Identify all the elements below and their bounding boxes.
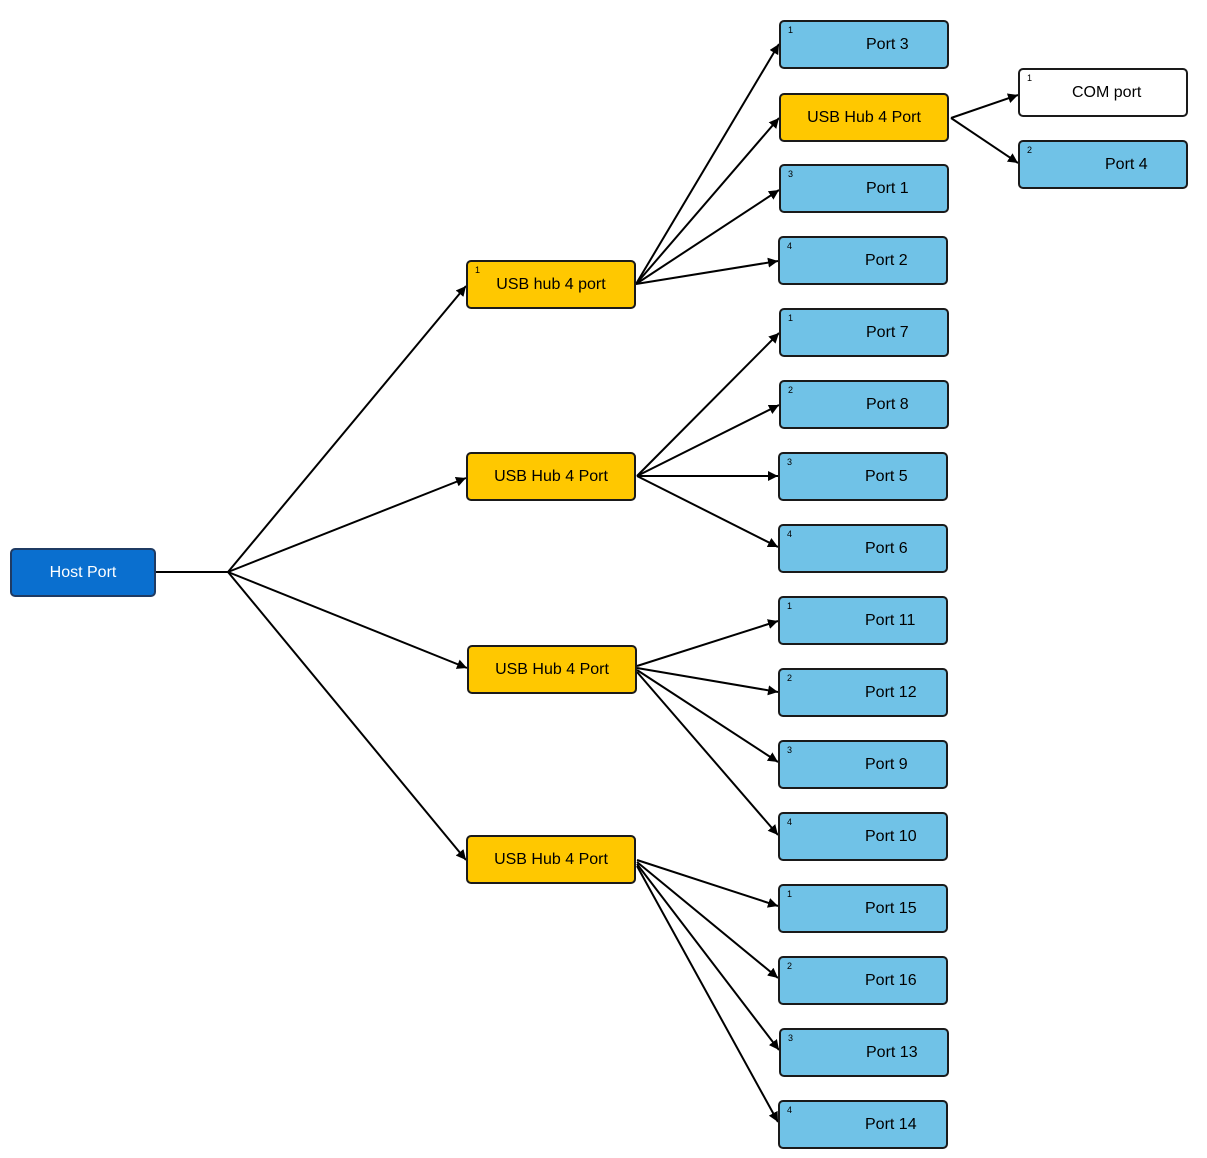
hub-node-1b[interactable]: USB Hub 4 Port (779, 93, 949, 142)
port-6-number: 4 (787, 529, 793, 539)
port-node-16[interactable]: 2 Port 16 (778, 956, 948, 1005)
port-12-label: Port 12 (865, 683, 917, 701)
port-node-1[interactable]: 3 Port 1 (779, 164, 949, 213)
edge-hub3-p11 (636, 619, 779, 667)
port-8-number: 2 (788, 385, 794, 395)
edge-hub1-p1 (635, 189, 780, 285)
hub-node-1[interactable]: 1 USB hub 4 port (466, 260, 636, 309)
port-9-number: 3 (787, 745, 793, 755)
port-16-label: Port 16 (865, 971, 917, 989)
edge-hub3-p9 (636, 669, 779, 763)
port-node-4[interactable]: 2 Port 4 (1018, 140, 1188, 189)
port-node-15[interactable]: 1 Port 15 (778, 884, 948, 933)
edge-hub1-p3 (635, 43, 780, 285)
port-9-label: Port 9 (865, 755, 908, 773)
hub-3-label: USB Hub 4 Port (495, 660, 609, 678)
edge-hub2-p8 (636, 404, 780, 477)
port-11-number: 1 (787, 601, 793, 611)
com-port-number: 1 (1027, 73, 1033, 83)
port-6-label: Port 6 (865, 539, 908, 557)
port-node-10[interactable]: 4 Port 10 (778, 812, 948, 861)
edge-hub1-p2 (635, 257, 779, 285)
hub-1b-label: USB Hub 4 Port (807, 108, 921, 126)
port-13-number: 3 (788, 1033, 794, 1043)
port-16-number: 2 (787, 961, 793, 971)
edge-host-hub2 (227, 477, 467, 573)
port-node-7[interactable]: 1 Port 7 (779, 308, 949, 357)
port-node-11[interactable]: 1 Port 11 (778, 596, 948, 645)
edge-hub3-p12 (636, 667, 779, 696)
edge-hub2-p7 (636, 332, 780, 477)
hub-4-label: USB Hub 4 Port (494, 850, 608, 868)
edge-host-hub4 (227, 571, 467, 861)
hub-1-port-number: 1 (475, 265, 481, 275)
edge-host-hub3 (227, 571, 468, 669)
hub-node-2[interactable]: USB Hub 4 Port (466, 452, 636, 501)
port-5-number: 3 (787, 457, 793, 467)
hub-2-label: USB Hub 4 Port (494, 467, 608, 485)
port-1-label: Port 1 (866, 179, 909, 197)
port-3-number: 1 (788, 25, 794, 35)
port-7-number: 1 (788, 313, 794, 323)
edge-host-hub1 (227, 285, 467, 573)
port-2-label: Port 2 (865, 251, 908, 269)
port-3-label: Port 3 (866, 35, 909, 53)
host-port-label: Host Port (49, 563, 117, 581)
host-port-node[interactable]: Host Port (10, 548, 156, 597)
port-13-label: Port 13 (866, 1043, 918, 1061)
port-node-6[interactable]: 4 Port 6 (778, 524, 948, 573)
port-10-number: 4 (787, 817, 793, 827)
port-10-label: Port 10 (865, 827, 917, 845)
edge-hub1b-com (950, 93, 1019, 119)
edge-hub1-hub1b (635, 117, 780, 285)
hub-node-4[interactable]: USB Hub 4 Port (466, 835, 636, 884)
port-15-number: 1 (787, 889, 793, 899)
edge-hub3-p10 (636, 671, 779, 836)
edge-hub4-p13 (636, 863, 780, 1051)
hub-1-label: USB hub 4 port (496, 275, 606, 293)
port-14-label: Port 14 (865, 1115, 917, 1133)
hub-node-3[interactable]: USB Hub 4 Port (467, 645, 637, 694)
port-node-8[interactable]: 2 Port 8 (779, 380, 949, 429)
edge-hub1b-p4 (950, 117, 1019, 164)
port-node-2[interactable]: 4 Port 2 (778, 236, 948, 285)
com-port-label: COM port (1072, 83, 1142, 101)
edge-hub4-p15 (636, 859, 779, 908)
port-4-label: Port 4 (1105, 155, 1148, 173)
port-11-label: Port 11 (865, 611, 916, 629)
port-7-label: Port 7 (866, 323, 909, 341)
port-node-5[interactable]: 3 Port 5 (778, 452, 948, 501)
port-14-number: 4 (787, 1105, 793, 1115)
port-node-14[interactable]: 4 Port 14 (778, 1100, 948, 1149)
edge-hub4-p14 (636, 865, 779, 1123)
port-8-label: Port 8 (866, 395, 909, 413)
port-15-label: Port 15 (865, 899, 917, 917)
edge-hub4-p16 (636, 861, 779, 979)
port-1-number: 3 (788, 169, 794, 179)
port-node-13[interactable]: 3 Port 13 (779, 1028, 949, 1077)
port-node-12[interactable]: 2 Port 12 (778, 668, 948, 717)
com-port-node[interactable]: 1 COM port (1018, 68, 1188, 117)
port-2-number: 4 (787, 241, 793, 251)
port-5-label: Port 5 (865, 467, 908, 485)
port-4-number: 2 (1027, 145, 1033, 155)
port-node-9[interactable]: 3 Port 9 (778, 740, 948, 789)
edge-hub2-p6 (636, 475, 779, 548)
port-node-3[interactable]: 1 Port 3 (779, 20, 949, 69)
port-12-number: 2 (787, 673, 793, 683)
